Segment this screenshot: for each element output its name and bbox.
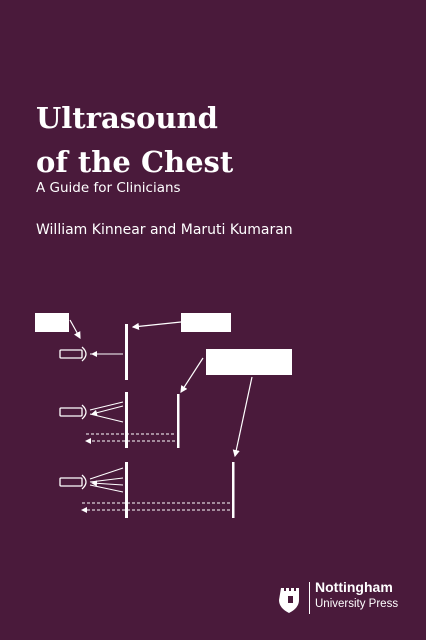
pointer-arrow-reflection-2 [232,376,253,458]
pointer-arrow-pleura [131,321,182,330]
publisher-subname: University Press [315,598,399,610]
publisher-block: Nottingham University Press [278,578,408,618]
publisher-name: Nottingham [315,579,393,595]
reflection-line-1 [177,394,180,448]
probe-row-2 [59,401,124,423]
pointer-arrow-reflection-1 [180,357,204,394]
label-box-probe [35,313,69,332]
pointer-arrow-probe [69,319,81,340]
title-line-2: of the Chest [36,145,234,179]
probe-row-1 [59,346,123,362]
castle-icon [279,588,299,613]
pleural-line-2 [125,392,128,448]
pleural-line-1 [125,324,128,380]
probe-row-3 [59,467,124,493]
label-box-pleura [181,313,231,332]
title-line-1: Ultrasound [36,101,218,135]
pleural-line-3 [125,462,128,518]
publisher-divider [309,582,310,614]
book-authors: William Kinnear and Maruti Kumaran [36,222,293,238]
book-title: Ultrasound of the Chest [36,96,233,184]
label-box-artefact [206,349,292,375]
book-subtitle: A Guide for Clinicians [36,180,181,196]
reflection-line-2 [232,462,235,518]
ultrasound-diagram [35,313,292,518]
